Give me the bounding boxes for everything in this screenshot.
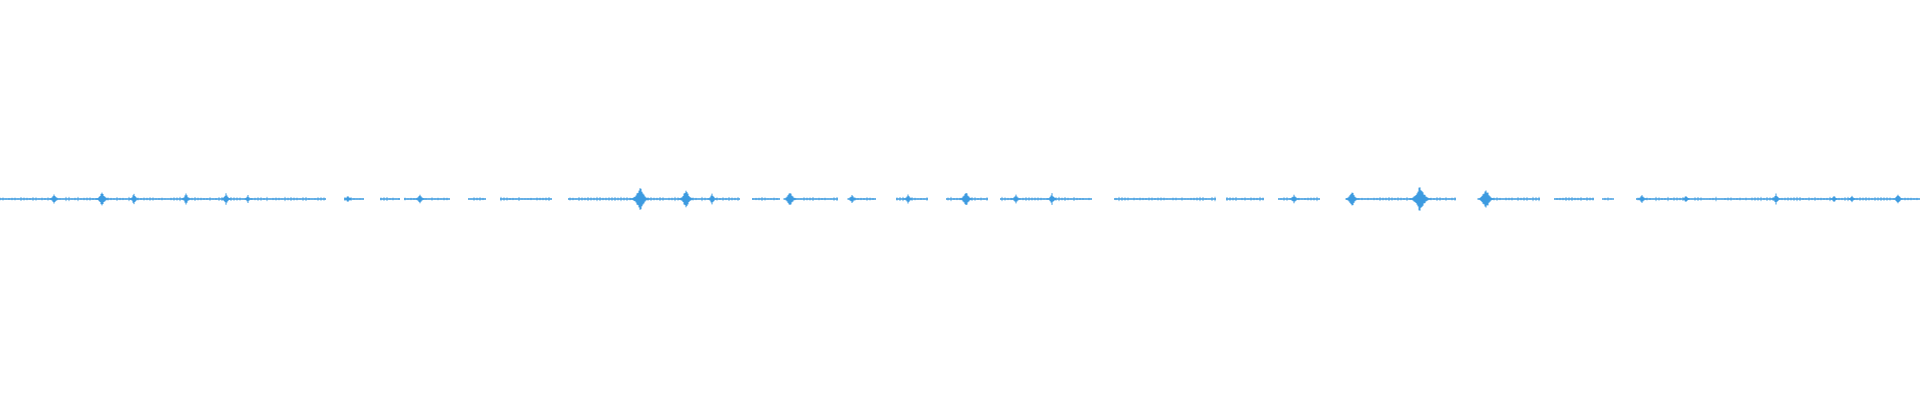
waveform-peak [1848, 195, 1856, 203]
waveform-peak [244, 195, 252, 203]
waveform-peak [1637, 195, 1647, 203]
waveform-peak [783, 193, 797, 205]
waveform-peak [630, 188, 650, 210]
waveform-peak [847, 194, 857, 204]
waveform-peak [1830, 196, 1838, 202]
waveform-peak [344, 196, 352, 202]
waveform-peaks [49, 187, 1903, 211]
waveform-peak [49, 194, 59, 204]
waveform-peak [903, 194, 913, 204]
waveform-peak [221, 193, 231, 205]
waveform-peak [1893, 194, 1903, 204]
waveform-peak [1047, 193, 1057, 205]
waveform-peak [678, 190, 694, 208]
waveform-peak [1289, 194, 1299, 204]
waveform-peak [181, 193, 191, 205]
waveform-peak [1409, 187, 1431, 211]
waveform-peak [1011, 194, 1021, 204]
waveform-peak [95, 192, 109, 206]
waveform-peak [129, 193, 139, 205]
waveform-peak [415, 194, 425, 204]
waveform-peak [1771, 193, 1781, 205]
waveform-peak [707, 193, 717, 205]
waveform-peak [1682, 196, 1690, 202]
waveform-baseline [0, 196, 1920, 202]
waveform-peak [1477, 190, 1495, 208]
waveform-peak [1345, 192, 1359, 206]
waveform-peak [959, 192, 973, 206]
